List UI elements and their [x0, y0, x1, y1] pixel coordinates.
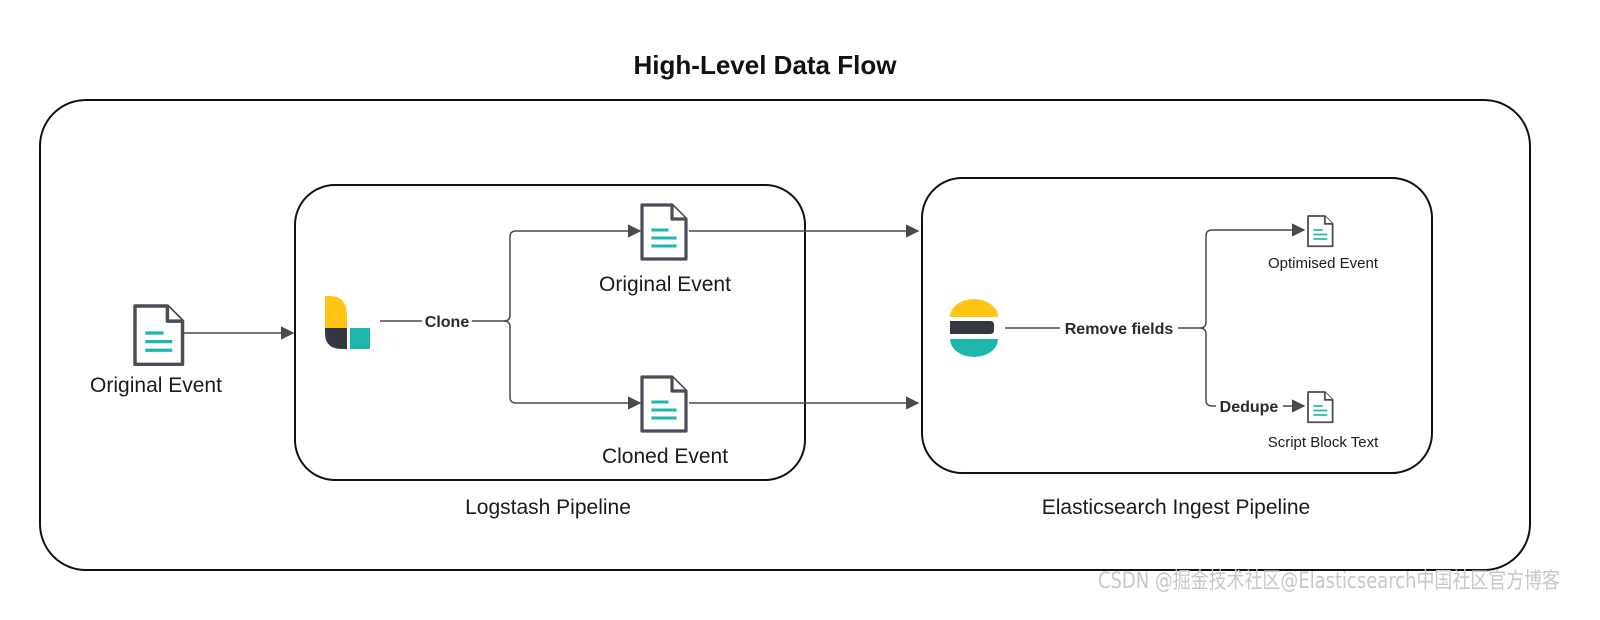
cloned-event-doc-icon — [640, 375, 688, 433]
dedupe-edge-label: Dedupe — [1220, 399, 1279, 416]
elasticsearch-pipeline-box — [921, 177, 1433, 474]
script-block-doc-icon — [1307, 391, 1334, 424]
source-document-icon — [133, 304, 185, 367]
source-event-label: Original Event — [90, 374, 222, 397]
remove-to-dedupe-edge — [1199, 327, 1216, 407]
remove-to-optimised-edge — [1199, 223, 1306, 329]
clone-to-original-edge — [503, 224, 642, 322]
optimised-event-doc-icon — [1307, 215, 1334, 248]
script-block-text-label: Script Block Text — [1268, 434, 1379, 451]
watermark-text: CSDN @掘金技术社区@Elasticsearch中国社区官方博客 — [1098, 569, 1560, 594]
clone-to-cloned-edge — [503, 320, 642, 410]
logstash-pipeline-box — [294, 184, 806, 481]
elasticsearch-logo-icon — [950, 299, 998, 357]
remove-fields-edge-label: Remove fields — [1065, 321, 1174, 338]
optimised-event-label: Optimised Event — [1268, 255, 1379, 272]
outer-container — [39, 99, 1531, 571]
logstash-pipeline-label: Logstash Pipeline — [465, 496, 631, 519]
clone-edge-label: Clone — [425, 314, 470, 331]
logstash-output-cloned-label: Cloned Event — [602, 445, 728, 468]
elasticsearch-pipeline-label: Elasticsearch Ingest Pipeline — [1042, 496, 1310, 519]
original-event-doc-icon — [640, 203, 688, 261]
logstash-output-original-label: Original Event — [599, 273, 731, 296]
diagram-title: High-Level Data Flow — [634, 50, 898, 80]
logstash-logo-icon — [325, 296, 370, 349]
